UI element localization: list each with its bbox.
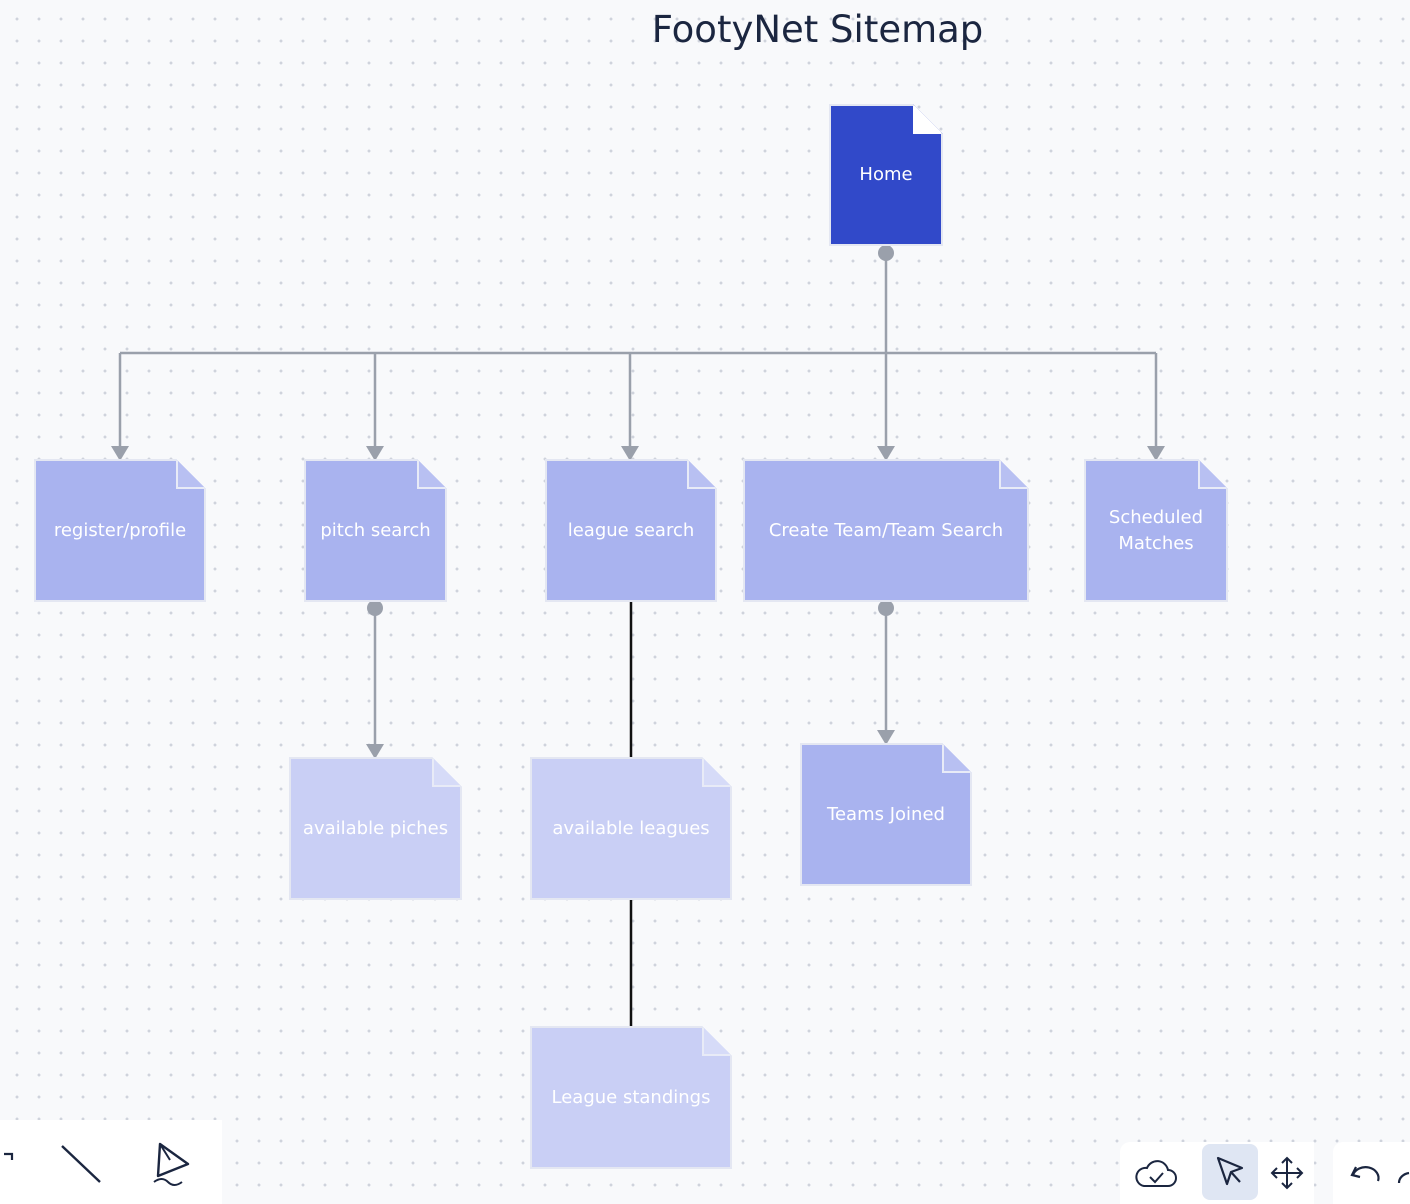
node-create-team[interactable]: Create Team/Team Search	[743, 459, 1029, 602]
diagram-title: FootyNet Sitemap	[651, 8, 984, 51]
node-label: register/profile	[53, 519, 187, 541]
connector-dot-pitch	[367, 600, 383, 616]
arrow-team	[877, 446, 895, 461]
arrow-league	[621, 446, 639, 461]
node-label: Scheduled Matches	[1108, 506, 1204, 554]
node-label: pitch search	[320, 519, 431, 541]
node-label: League standings	[551, 1086, 711, 1108]
node-label: available leagues	[552, 817, 710, 839]
pan-move-icon[interactable]	[1264, 1150, 1310, 1196]
line-tool-icon[interactable]	[56, 1140, 104, 1188]
node-label: Home	[859, 164, 913, 185]
node-scheduled-matches[interactable]: Scheduled Matches	[1084, 459, 1228, 602]
view-toolbar	[1120, 1142, 1314, 1204]
node-label: Create Team/Team Search	[768, 519, 1004, 541]
shape-tool-icon[interactable]	[0, 1140, 20, 1180]
arrow-register	[111, 446, 129, 461]
redo-icon[interactable]	[1395, 1150, 1410, 1196]
node-register-profile[interactable]: register/profile	[34, 459, 206, 602]
arrow-joined	[877, 730, 895, 745]
node-available-piches[interactable]: available piches	[289, 757, 462, 900]
node-label: available piches	[302, 817, 449, 839]
connector-dot-home	[878, 245, 894, 261]
node-home[interactable]: Home	[829, 104, 943, 246]
arrow-piches	[366, 744, 384, 759]
node-teams-joined[interactable]: Teams Joined	[800, 743, 972, 886]
node-league-search[interactable]: league search	[545, 459, 717, 602]
node-available-leagues[interactable]: available leagues	[530, 757, 732, 900]
cloud-save-icon[interactable]	[1132, 1150, 1180, 1198]
drawing-toolbar	[0, 1120, 222, 1204]
undo-icon[interactable]	[1341, 1150, 1387, 1196]
connector-dot-team	[878, 600, 894, 616]
select-pointer-icon[interactable]	[1202, 1144, 1258, 1200]
pen-tool-icon[interactable]	[148, 1138, 198, 1188]
arrow-scheduled	[1147, 446, 1165, 461]
node-league-standings[interactable]: League standings	[530, 1026, 732, 1169]
history-toolbar	[1333, 1142, 1410, 1204]
arrow-pitch	[366, 446, 384, 461]
node-label: league search	[567, 519, 695, 541]
node-pitch-search[interactable]: pitch search	[304, 459, 447, 602]
node-label: Teams Joined	[827, 803, 945, 825]
